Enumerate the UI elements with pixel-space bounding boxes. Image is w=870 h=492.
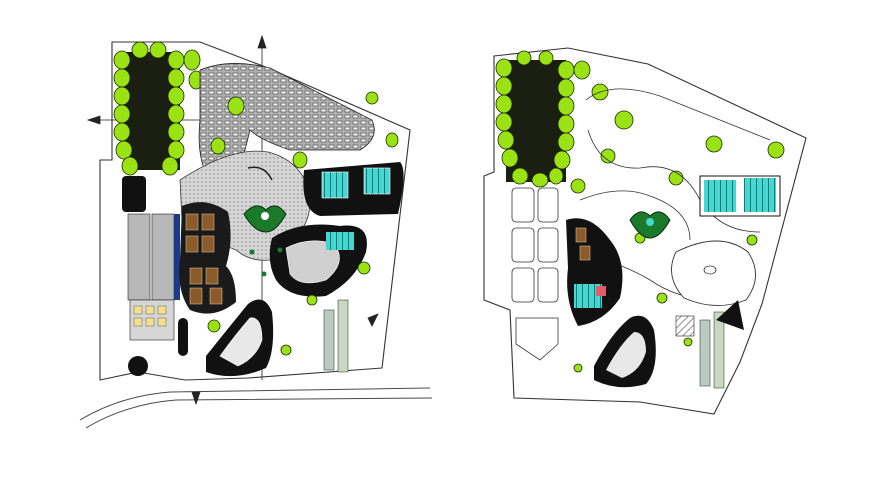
- right-court-1: [704, 180, 736, 212]
- left-court-2: [363, 167, 391, 195]
- left-building-strip-bar: [174, 214, 180, 300]
- right-emblem-center: [646, 218, 654, 226]
- left-east-parking: [323, 299, 349, 373]
- left-south-trees: [207, 261, 371, 356]
- left-pavilion-inner: [285, 240, 340, 284]
- right-black-sliver: [716, 300, 744, 330]
- right-court-2: [744, 178, 776, 212]
- right-small-structure: [675, 315, 695, 337]
- left-pool-tiles: [133, 305, 167, 327]
- left-court-1: [321, 171, 349, 199]
- right-west-buildings: [511, 187, 559, 361]
- left-east-corridor: [122, 176, 146, 212]
- right-east-parking: [699, 311, 725, 389]
- right-south-inner: [606, 332, 646, 378]
- right-wing-units: [575, 227, 591, 261]
- left-emblem-center: [261, 212, 269, 220]
- left-access-road: [79, 387, 433, 429]
- right-site-plan: [483, 47, 807, 415]
- left-green-dots: [249, 247, 283, 277]
- left-black-disc: [128, 356, 148, 376]
- right-wing-red-patch: [596, 286, 606, 296]
- left-south-inner: [219, 317, 263, 367]
- left-plaza-ring: [247, 166, 273, 181]
- left-building-strip-b: [151, 213, 175, 301]
- left-black-pillar: [178, 318, 188, 356]
- right-lawn-marker: [703, 265, 717, 275]
- right-grove-trees: [495, 50, 591, 188]
- left-grove-trees: [113, 41, 204, 176]
- left-building-strip-a: [127, 213, 151, 301]
- left-residence-units: [185, 213, 223, 305]
- left-site-plan: [79, 34, 433, 429]
- left-pavilion-pool: [326, 232, 354, 250]
